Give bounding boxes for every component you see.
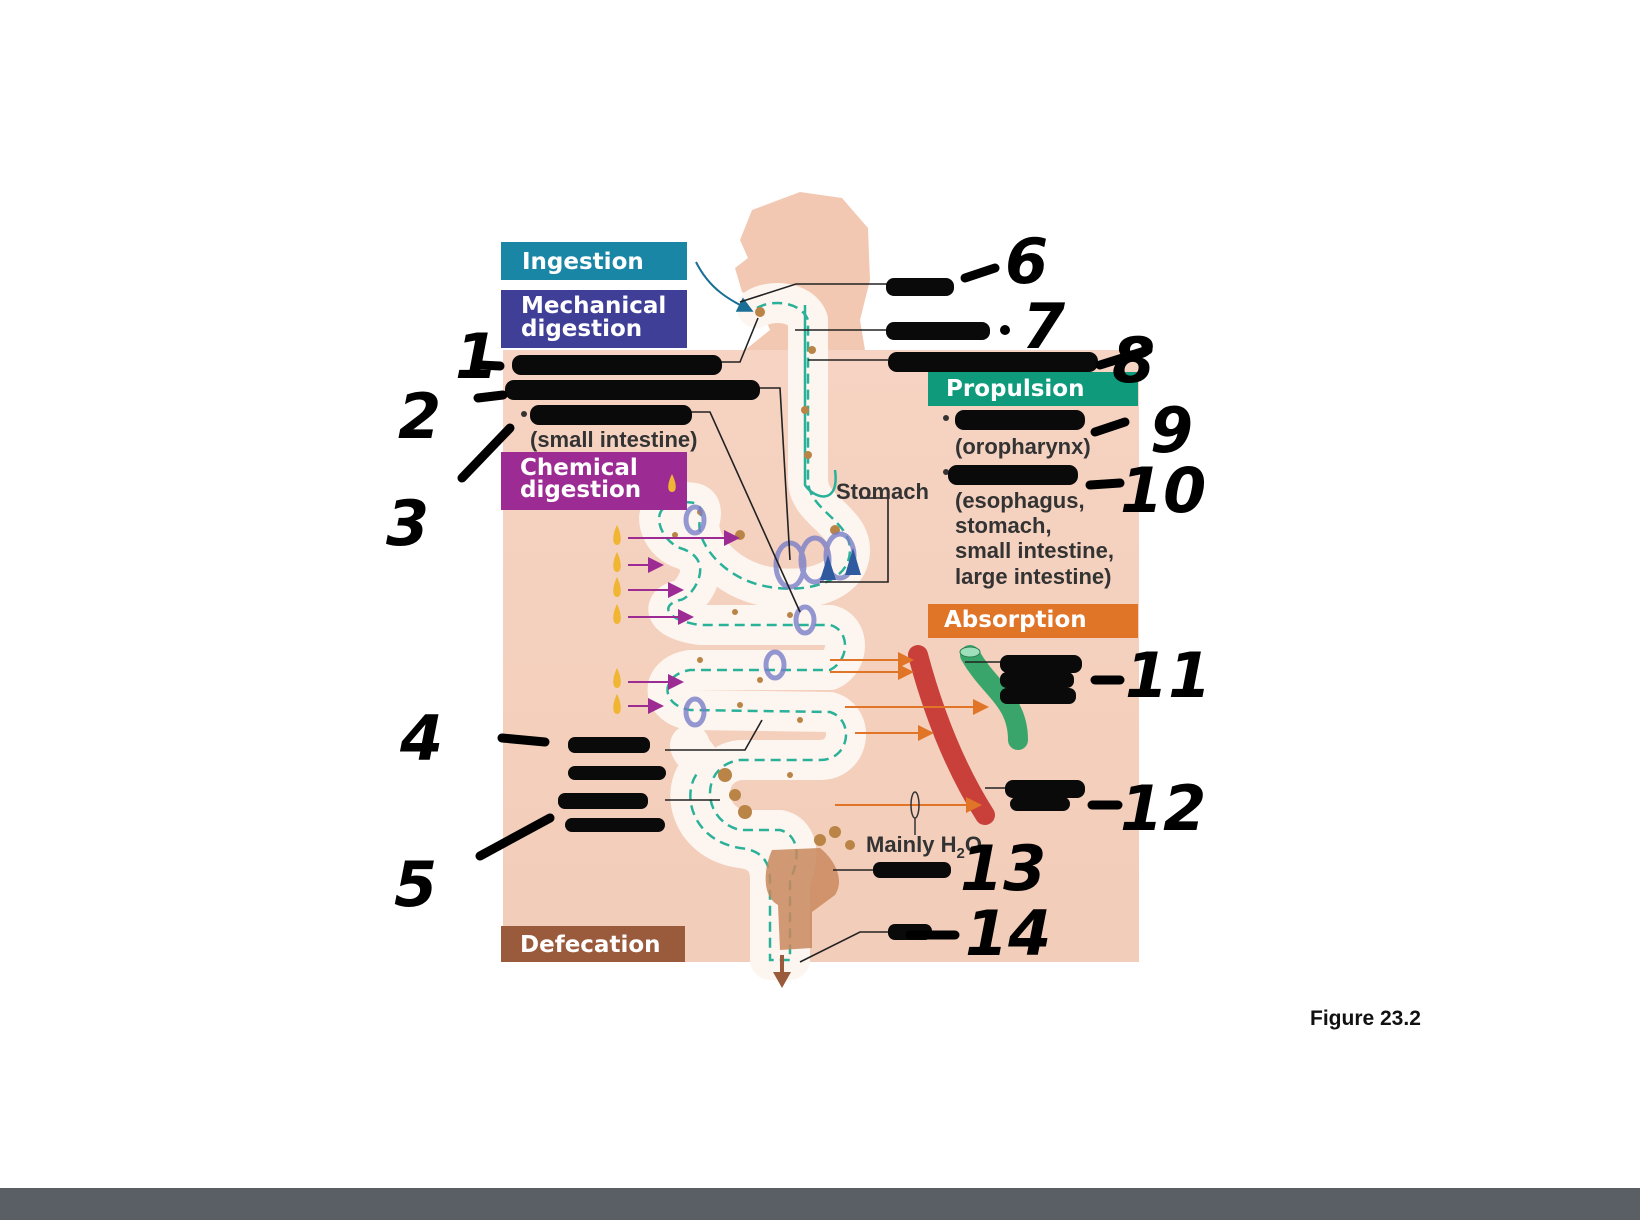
absorption-box: Absorption xyxy=(928,604,1138,638)
absorption-label: Absorption xyxy=(944,607,1087,633)
handwritten-number: 11 xyxy=(1125,639,1211,712)
handwritten-number: 6 xyxy=(1005,225,1048,298)
handwritten-number: 10 xyxy=(1120,454,1206,527)
ingestion-box: Ingestion xyxy=(501,242,687,280)
peristalsis-detail-line2: stomach, xyxy=(955,513,1052,538)
small-intestine-paren-label: (small intestine) xyxy=(530,427,697,452)
handwritten-number: 12 xyxy=(1120,772,1206,845)
handwritten-annotations: 6 7 8 9 10 11 12 13 14 1 2 3 4 5 xyxy=(386,225,1211,970)
enzyme-drop-icon xyxy=(668,474,676,492)
ingestion-label: Ingestion xyxy=(522,249,644,275)
propulsion-box: Propulsion xyxy=(928,372,1138,406)
bottom-toolbar-strip xyxy=(0,1188,1640,1220)
handwritten-number: 7 xyxy=(1022,290,1066,363)
defecation-arrow xyxy=(773,955,791,988)
oropharynx-label: (oropharynx) xyxy=(955,434,1091,459)
digestive-tract xyxy=(639,283,870,980)
handwritten-number: 13 xyxy=(960,832,1046,905)
chemical-label-line2: digestion xyxy=(520,477,641,503)
handwritten-number: 14 xyxy=(965,897,1051,970)
stomach-label: Stomach xyxy=(836,479,929,504)
peristalsis-detail-line4: large intestine) xyxy=(955,564,1111,589)
defecation-box: Defecation xyxy=(501,926,685,962)
leader-lines xyxy=(665,283,1010,963)
propulsion-label: Propulsion xyxy=(946,376,1084,402)
handwritten-number: 3 xyxy=(386,487,429,560)
chemical-digestion-box: Chemical digestion xyxy=(501,452,687,510)
handwritten-number: 5 xyxy=(394,848,437,921)
handwritten-number: 9 xyxy=(1150,394,1193,467)
handwritten-number: 1 xyxy=(455,320,498,393)
peristalsis-detail-line1: (esophagus, xyxy=(955,488,1085,513)
printed-labels: (small intestine) Stomach (oropharynx) (… xyxy=(521,411,1114,862)
chemical-label-line1: Chemical xyxy=(520,455,638,481)
redaction-marks xyxy=(505,278,1098,940)
mechanical-digestion-box: Mechanical digestion xyxy=(501,290,687,348)
handwritten-number: 2 xyxy=(398,380,441,453)
defecation-label: Defecation xyxy=(520,932,661,958)
figure-caption: Figure 23.2 xyxy=(1310,1007,1421,1030)
peristalsis-detail-line3: small intestine, xyxy=(955,538,1114,563)
mechanical-label-line2: digestion xyxy=(521,316,642,342)
handwritten-number: 4 xyxy=(399,702,443,775)
mainly-water-label: Mainly H2O xyxy=(866,832,982,862)
mechanical-label-line1: Mechanical xyxy=(521,293,666,319)
